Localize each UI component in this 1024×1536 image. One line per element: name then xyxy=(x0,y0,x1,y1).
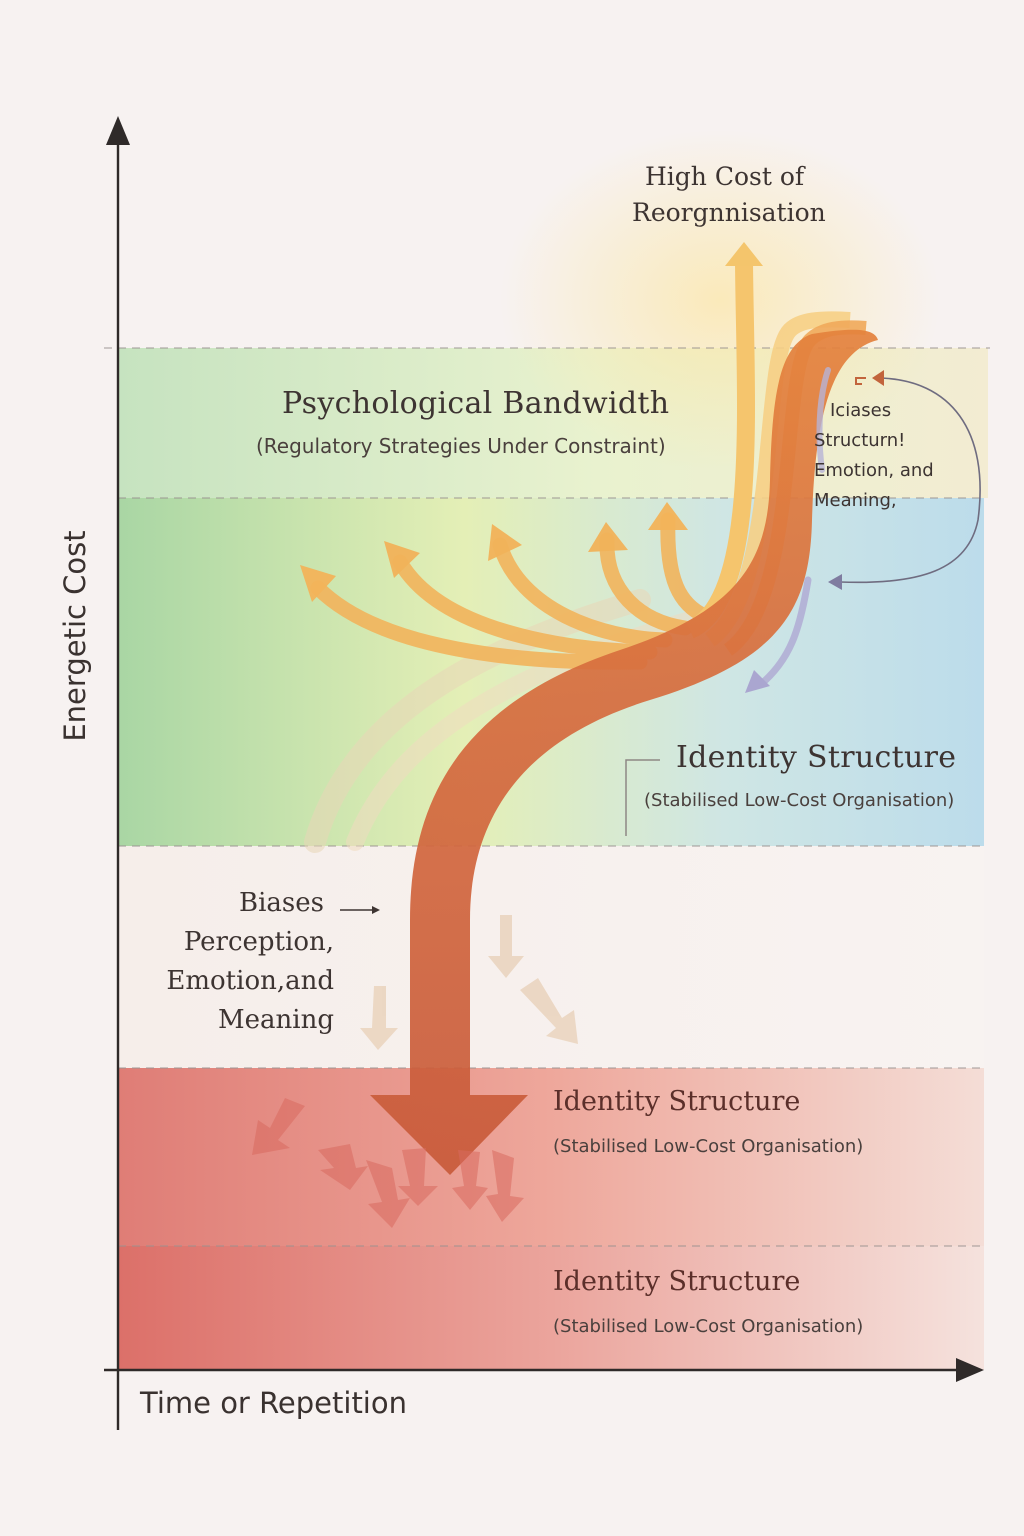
identity-mid-title: Identity Structure xyxy=(553,1086,800,1117)
bandwidth-title: Psychological Bandwidth xyxy=(282,386,669,421)
identity-mid-subtitle: (Stabilised Low-Cost Organisation) xyxy=(553,1136,863,1157)
side-note-line3: Emotion, and xyxy=(814,456,934,486)
y-axis-label: Energetic Cost xyxy=(58,530,92,741)
side-note: Iciases Structurn! Emotion, and Meaning, xyxy=(814,396,934,516)
identity-low-title: Identity Structure xyxy=(553,1266,800,1297)
x-axis-label: Time or Repetition xyxy=(140,1386,407,1420)
side-note-line4: Meaning, xyxy=(814,486,934,516)
side-note-line2: Structurn! xyxy=(814,426,934,456)
bandwidth-subtitle: (Regulatory Strategies Under Constraint) xyxy=(256,434,666,458)
y-axis-arrowhead xyxy=(106,116,130,145)
bias-left-line2: Perception, xyxy=(110,923,334,962)
bias-left-line4: Meaning xyxy=(110,1001,334,1040)
top-label-line1: High Cost of xyxy=(645,162,804,191)
band-identity-low xyxy=(118,1246,984,1370)
bias-left-note: Biases Perception, Emotion,and Meaning xyxy=(110,884,334,1040)
top-label-line2: Reorgnnisation xyxy=(632,198,826,227)
identity-upper-title: Identity Structure xyxy=(676,740,956,775)
identity-low-subtitle: (Stabilised Low-Cost Organisation) xyxy=(553,1316,863,1337)
bias-left-line3: Emotion,and xyxy=(110,962,334,1001)
bias-left-line1: Biases xyxy=(110,884,334,923)
band-identity-mid xyxy=(118,1068,984,1246)
side-note-line1: Iciases xyxy=(814,396,934,426)
identity-upper-subtitle: (Stabilised Low-Cost Organisation) xyxy=(644,790,954,811)
